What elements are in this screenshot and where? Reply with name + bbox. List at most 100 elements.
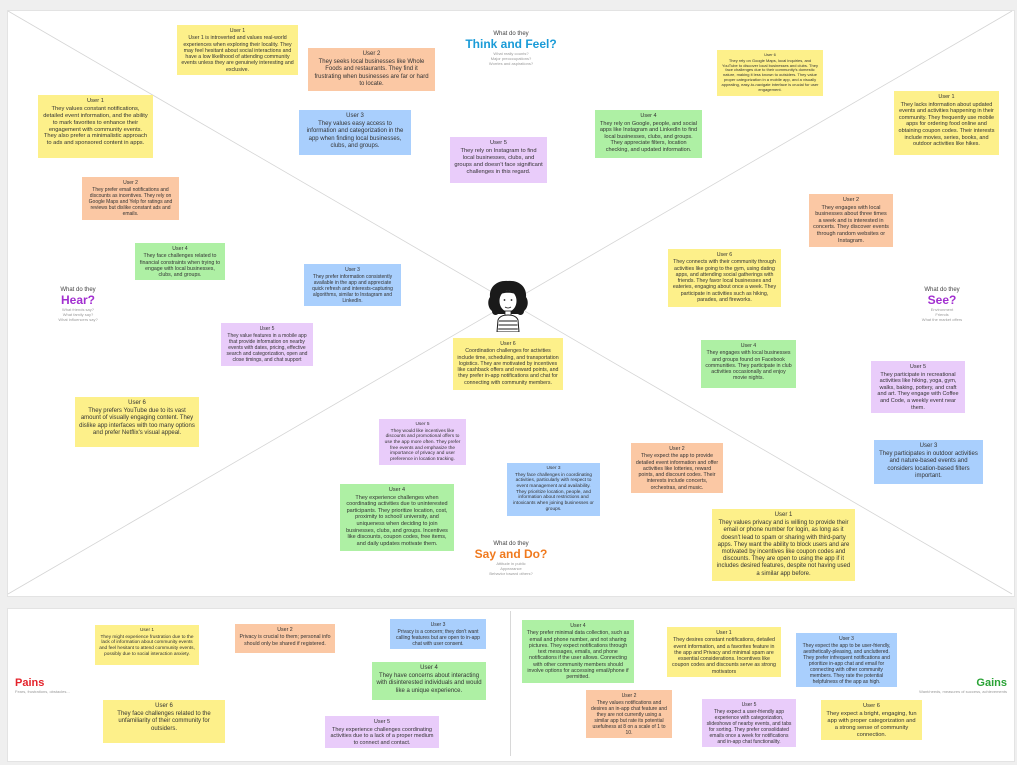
hear-sub-2: What family say? bbox=[62, 312, 94, 318]
gains-subtitle: Want/needs, measures of success, achieve… bbox=[919, 689, 1007, 694]
note-body: They desires constant notifications, det… bbox=[672, 637, 776, 675]
say-sub-1: Attitude in public bbox=[496, 561, 526, 566]
note-title: User 3 bbox=[345, 267, 360, 273]
hear-heading: What do they Hear? What friends say? Wha… bbox=[43, 287, 113, 323]
note-title: User 4 bbox=[172, 246, 188, 252]
sticky-note: User 6 They prefers YouTube due to its va… bbox=[75, 397, 199, 447]
note-title: User 4 bbox=[420, 665, 438, 671]
note-body: User 1 is introverted and values real-wo… bbox=[181, 35, 294, 73]
note-title: User 5 bbox=[741, 702, 757, 708]
see-heading: What do they See? Environment Friends Wh… bbox=[912, 287, 972, 323]
note-body: Privacy is crucial to them; personal inf… bbox=[239, 634, 331, 647]
see-ask: What do they bbox=[924, 287, 960, 293]
note-title: User 6 bbox=[128, 400, 146, 406]
note-title: User 5 bbox=[490, 140, 507, 146]
note-title: User 1 bbox=[140, 628, 154, 633]
note-title: User 4 bbox=[388, 487, 406, 493]
say-title: Say and Do? bbox=[474, 547, 548, 561]
say-sub-2: Appearance bbox=[500, 566, 522, 572]
note-title: User 5 bbox=[415, 422, 430, 427]
note-title: User 2 bbox=[621, 693, 637, 699]
note-body: They face challenges in coordinating act… bbox=[513, 472, 594, 512]
note-body: They values notifications and desires an… bbox=[591, 700, 667, 736]
pains-title: Pains bbox=[15, 677, 45, 689]
note-body: They expect a bright, engaging, fun app … bbox=[826, 710, 917, 738]
note-title: User 2 bbox=[669, 446, 685, 452]
note-title: User 2 bbox=[842, 197, 860, 203]
think-sub-1: What really counts? bbox=[493, 51, 529, 56]
note-body: They rely on Instagram to find local bus… bbox=[454, 147, 543, 175]
note-title: User 1 bbox=[938, 94, 955, 100]
note-title: User 6 bbox=[500, 341, 516, 347]
see-sub-3: What the market offers bbox=[921, 317, 963, 323]
note-body: They face challenges related to the unfa… bbox=[117, 711, 211, 732]
note-body: They prefer email notifications and disc… bbox=[88, 187, 173, 217]
sticky-note: User 4 They have concerns about interacti… bbox=[372, 662, 486, 700]
note-title: User 5 bbox=[373, 719, 391, 725]
pains-gains-divider bbox=[510, 611, 511, 756]
note-title: User 6 bbox=[863, 703, 880, 709]
note-title: User 5 bbox=[909, 364, 927, 370]
gains-title: Gains bbox=[976, 677, 1007, 689]
gains-section: Gains Want/needs, measures of success, a… bbox=[905, 677, 1007, 694]
note-body: They prefers YouTube due to its vast amo… bbox=[79, 408, 195, 436]
hear-ask: What do they bbox=[60, 287, 96, 293]
note-title: User 6 bbox=[716, 252, 733, 258]
note-body: They have concerns about interacting wit… bbox=[376, 673, 482, 694]
note-body: Coordination challenges for activities i… bbox=[457, 348, 559, 386]
note-body: They face challenges related to financia… bbox=[139, 253, 221, 279]
pains-section: Pains Fears, frustrations, obstacles... bbox=[15, 677, 95, 694]
note-title: User 3 bbox=[839, 636, 854, 642]
note-body: They participate in recreational activit… bbox=[877, 371, 959, 411]
see-title: See? bbox=[927, 293, 957, 307]
note-body: They values privacy and is willing to pr… bbox=[716, 520, 851, 577]
note-title: User 5 bbox=[259, 326, 275, 332]
note-body: They values easy access to information a… bbox=[306, 121, 404, 149]
note-body: They expect the app to provide detailed … bbox=[635, 453, 719, 491]
note-title: User 1 bbox=[716, 630, 732, 636]
note-title: User 4 bbox=[740, 343, 757, 349]
note-body: They engages with local businesses and g… bbox=[705, 350, 792, 382]
note-body: They might experience frustration due to… bbox=[99, 634, 195, 657]
say-ask: What do they bbox=[493, 541, 529, 547]
note-body: They values constant notifications, deta… bbox=[43, 105, 148, 147]
note-title: User 4 bbox=[570, 623, 586, 629]
note-body: They lacks information about updated eve… bbox=[898, 101, 995, 148]
note-title: User 6 bbox=[764, 52, 776, 57]
note-title: User 3 bbox=[919, 443, 938, 449]
note-title: User 1 bbox=[229, 28, 246, 34]
note-title: User 1 bbox=[87, 98, 104, 104]
note-body: Privacy is a concern; they don't want ca… bbox=[396, 629, 480, 647]
note-title: User 3 bbox=[430, 622, 446, 628]
note-title: User 4 bbox=[640, 113, 657, 119]
hear-title: Hear? bbox=[60, 293, 95, 307]
note-body: They expect the app to be user-friendly,… bbox=[802, 643, 891, 685]
think-heading: What do they Think and Feel? What really… bbox=[456, 31, 566, 67]
